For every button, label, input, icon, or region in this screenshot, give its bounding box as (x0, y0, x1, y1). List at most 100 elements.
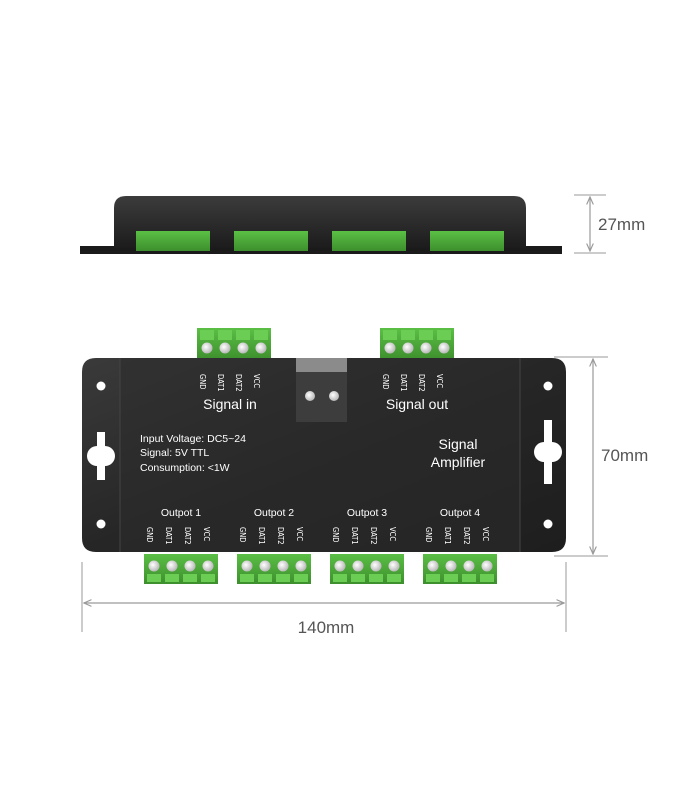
output-terminal-slot (201, 574, 215, 582)
mount-hole-top-right-icon (543, 381, 553, 391)
output-channel-pin-label: GND (331, 527, 340, 542)
bracket-screw-right-icon (329, 391, 339, 401)
input-pin-label: DAT1 (216, 374, 225, 392)
input-pin-label: GND (198, 374, 207, 389)
output-pin-label: DAT2 (417, 374, 426, 392)
output-terminal-slot (426, 574, 440, 582)
output-terminal-screw-icon (241, 560, 253, 572)
output-channel-label: Outpot 3 (347, 507, 387, 519)
side-terminal-3 (332, 231, 406, 251)
input-pin-label: DAT2 (234, 374, 243, 392)
output-terminal-block (380, 328, 454, 360)
output-channel-pin-label: DAT1 (350, 527, 359, 545)
output-terminal-screw-icon (427, 560, 439, 572)
mount-hole-bottom-right-icon (543, 519, 553, 529)
output-channel-label: Outpot 2 (254, 507, 294, 519)
product-name-line1: Signal (439, 436, 478, 452)
output-terminal-screw-icon (420, 342, 432, 354)
output-terminal-slot (147, 574, 161, 582)
output-terminal-slot-1 (383, 330, 397, 340)
output-channel-3: Outpot 3 GND DAT1 DAT2 VCC (330, 507, 404, 584)
output-channel-pin-label: VCC (481, 527, 490, 541)
side-terminal-2 (234, 231, 308, 251)
output-channel-pin-label: DAT1 (257, 527, 266, 545)
output-pin-label: GND (381, 374, 390, 389)
output-terminal-slot (369, 574, 383, 582)
input-pin-labels: GND DAT1 DAT2 VCC (198, 374, 261, 392)
output-terminal-screw-icon (148, 560, 160, 572)
signal-out-label: Signal out (386, 396, 448, 412)
output-terminal-screw-icon (438, 342, 450, 354)
output-terminal-slot (183, 574, 197, 582)
spec-consumption: Consumption: <1W (140, 462, 230, 474)
output-terminal-slot-2 (401, 330, 415, 340)
output-channel-pin-label: DAT1 (443, 527, 452, 545)
input-terminal-slot-3 (236, 330, 250, 340)
output-channel-pin-label: GND (424, 527, 433, 542)
input-terminal-slot-2 (218, 330, 232, 340)
output-terminal-slot (387, 574, 401, 582)
input-pin-label: VCC (252, 374, 261, 388)
output-channel-pin-label: DAT1 (164, 527, 173, 545)
output-channel-pin-label: GND (145, 527, 154, 542)
input-terminal-slot-4 (254, 330, 268, 340)
output-terminal-screw-icon (388, 560, 400, 572)
output-terminal-slot (333, 574, 347, 582)
output-terminal-screw-icon (402, 342, 414, 354)
output-pin-label: VCC (435, 374, 444, 388)
output-channel-pin-label: VCC (295, 527, 304, 541)
bracket-screw-left-icon (305, 391, 315, 401)
mount-hole-bottom-left-icon (96, 519, 106, 529)
input-terminal-screw-icon (237, 342, 249, 354)
output-terminal-slot-3 (419, 330, 433, 340)
output-terminal-slot (258, 574, 272, 582)
output-channel-label: Outpot 1 (161, 507, 201, 519)
output-pin-labels: GND DAT1 DAT2 VCC (381, 374, 444, 392)
output-terminal-slot (351, 574, 365, 582)
input-terminal-screw-icon (219, 342, 231, 354)
output-terminal-screw-icon (277, 560, 289, 572)
output-pin-label: DAT1 (399, 374, 408, 392)
output-channel-1: Outpot 1 GND DAT1 DAT2 VCC (144, 507, 218, 584)
output-channel-pin-label: VCC (388, 527, 397, 541)
output-channel-pin-label: DAT2 (369, 527, 378, 545)
spec-input-voltage: Input Voltage: DC5~24 (140, 433, 246, 445)
output-channel-pin-label: VCC (202, 527, 211, 541)
width-dimension: 140mm (81, 562, 567, 637)
output-terminal-slot (462, 574, 476, 582)
output-channel-pin-label: DAT2 (183, 527, 192, 545)
side-view (80, 196, 562, 254)
keyhole-slot-left-icon (87, 432, 115, 480)
output-channel-pin-label: GND (238, 527, 247, 542)
input-terminal-block (197, 328, 271, 360)
product-name-line2: Amplifier (431, 454, 486, 470)
side-view-case (114, 196, 526, 248)
output-terminal-screw-icon (202, 560, 214, 572)
height-dimension-label: 27mm (598, 215, 645, 234)
signal-in-label: Signal in (203, 396, 257, 412)
output-terminal-screw-icon (370, 560, 382, 572)
output-terminal-screw-icon (352, 560, 364, 572)
output-channel-pin-label: DAT2 (276, 527, 285, 545)
output-terminal-screw-icon (384, 342, 396, 354)
output-terminal-screw-icon (463, 560, 475, 572)
output-terminal-screw-icon (259, 560, 271, 572)
input-terminal-screw-icon (255, 342, 267, 354)
depth-dimension-label: 70mm (601, 446, 648, 465)
output-terminal-slot (480, 574, 494, 582)
output-terminal-screw-icon (445, 560, 457, 572)
height-dimension: 27mm (574, 194, 645, 254)
output-terminal-slot (276, 574, 290, 582)
side-terminal-1 (136, 231, 210, 251)
output-terminal-slot (165, 574, 179, 582)
output-terminal-screw-icon (334, 560, 346, 572)
center-bracket (296, 372, 347, 422)
output-channel-pin-label: DAT2 (462, 527, 471, 545)
output-terminal-screw-icon (184, 560, 196, 572)
side-view-base-flange (80, 246, 562, 254)
side-terminal-4 (430, 231, 504, 251)
spec-signal: Signal: 5V TTL (140, 447, 209, 459)
